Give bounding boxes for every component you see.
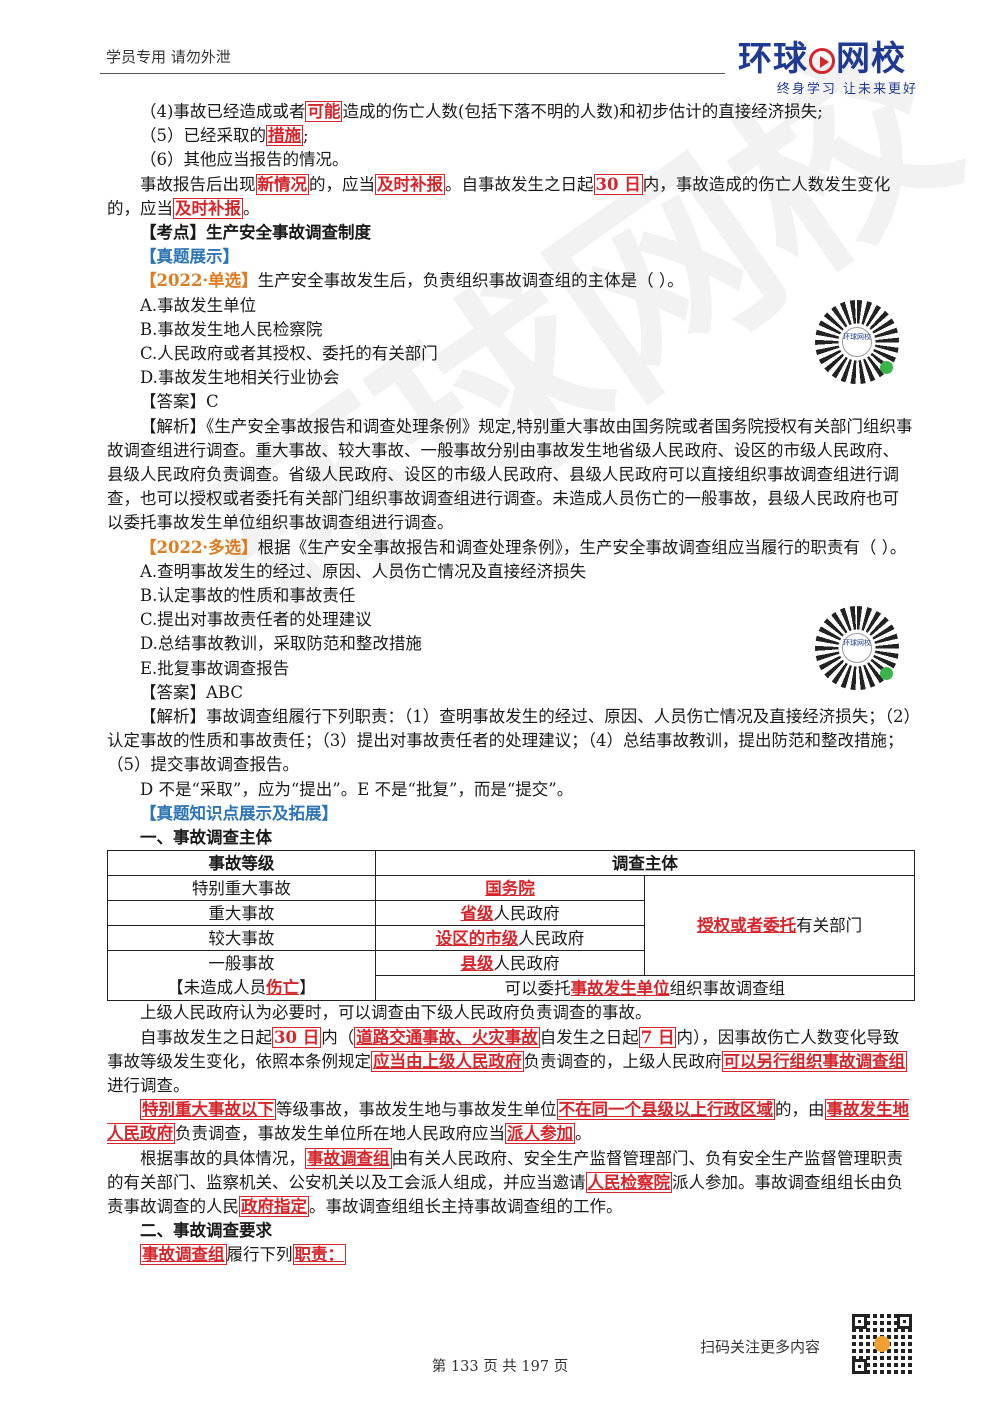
para-duties: 事故调查组履行下列职责： [140, 1244, 346, 1266]
item-5: （5）已经采取的措施; [140, 125, 309, 147]
q1-option-b: B.事故发生地人民检察院 [140, 319, 323, 339]
logo-text-1: 环球 [738, 39, 808, 79]
q2-answer: 【答案】ABC [140, 682, 243, 702]
header-notice: 学员专用 请勿外泄 [106, 48, 231, 66]
mini-program-icon [880, 667, 893, 680]
table-header-subject: 调查主体 [374, 850, 916, 877]
logo-slogan: 终身学习 让未来更好 [776, 82, 918, 97]
q1-option-a: A.事故发生单位 [140, 295, 257, 315]
q1-option-d: D.事故发生地相关行业协会 [140, 368, 340, 388]
play-icon [809, 48, 835, 74]
q1-answer: 【答案】C [140, 392, 219, 412]
brand-logo: 环球网校 终身学习 让未来更好 [738, 40, 918, 98]
q2-option-c: C.提出对事故责任者的处理建议 [140, 610, 372, 630]
q2-option-a: A.查明事故发生的经过、原因、人员伤亡情况及直接经济损失 [140, 561, 587, 581]
logo-text-2: 网校 [836, 39, 906, 79]
section-2-heading: 二、事故调查要求 [140, 1221, 272, 1241]
table-merged-cell: 授权或者委托有关部门 [644, 875, 915, 977]
zhenti-heading: 【真题展示】 [140, 247, 239, 267]
scan-hint: 扫码关注更多内容 [700, 1338, 821, 1356]
mini-program-qr-1: 环球网校 [815, 300, 899, 384]
q2-analysis: 【解析】事故调查组履行下列职责：（1）查明事故发生的经过、原因、人员伤亡情况及直… [107, 707, 912, 775]
qr-center-icon [874, 1336, 890, 1352]
document-body: （4)事故已经造成或者可能造成的伤亡人数(包括下落不明的人数)和初步估计的直接经… [107, 100, 916, 1268]
header-divider [100, 73, 725, 74]
q2-stem: 【2022·多选】根据《生产安全事故报告和调查处理条例》，生产安全事故调查组应当… [140, 537, 907, 557]
table-row: 重大事故 省级人民政府 [107, 900, 915, 927]
table-header-row: 事故等级 调查主体 [107, 850, 916, 877]
para-superior-gov: 上级人民政府认为必要时，可以调查由下级人民政府负责调查的事故。 [140, 1003, 652, 1023]
q2-option-d: D.总结事故教训，采取防范和整改措施 [140, 634, 422, 654]
table-row: 较大事故 设区的市级人民政府 [107, 925, 915, 952]
q2-option-b: B.认定事故的性质和事故责任 [140, 586, 356, 606]
para-team-composition: 根据事故的具体情况，事故调查组由有关人民政府、安全生产监督管理部门、负有安全生产… [107, 1147, 903, 1217]
mini-program-qr-2: 环球网校 [815, 606, 899, 690]
qr-finder [897, 1314, 912, 1329]
knowledge-heading: 【真题知识点展示及拓展】 [140, 803, 338, 823]
footer-qr-code [852, 1314, 912, 1374]
q1-analysis: 【解析】《生产安全事故报告和调查处理条例》规定,特别重大事故由国务院或者国务院授… [107, 416, 913, 533]
page-number: 第 133 页 共 197 页 [431, 1359, 569, 1375]
item-4: （4)事故已经造成或者可能造成的伤亡人数(包括下落不明的人数)和初步估计的直接经… [140, 101, 823, 122]
qr-finder [852, 1314, 867, 1329]
table-row: 特别重大事故 国务院 授权或者委托有关部门 [107, 875, 915, 977]
q1-option-c: C.人民政府或者其授权、委托的有关部门 [140, 344, 438, 364]
section-1-heading: 一、事故调查主体 [140, 828, 272, 848]
q2-note: D 不是“采取”，应为“提出”。E 不是“批复”，而是“提交”。 [140, 779, 574, 799]
para-cross-region: 特别重大事故以下等级事故，事故发生地与事故发生单位不在同一个县级以上行政区域的，… [107, 1099, 909, 1145]
qr-logo: 环球网校 [842, 327, 872, 357]
q2-option-e: E.批复事故调查报告 [140, 658, 290, 678]
investigation-subject-table: 事故等级 调查主体 特别重大事故 国务院 授权或者委托有关部门 重大事故 省级人… [107, 850, 916, 1002]
table-row: 可以委托事故发生单位组织事故调查组 [108, 975, 916, 1002]
qr-finder [852, 1359, 867, 1374]
kaodian-heading: 【考点】生产安全事故调查制度 [140, 223, 371, 243]
table-header-level: 事故等级 [107, 850, 376, 877]
qr-logo: 环球网校 [842, 633, 872, 663]
item-6: （6）其他应当报告的情况。 [140, 150, 349, 170]
table-row: 一般事故【未造成人员伤亡】 县级人民政府 [107, 950, 915, 1002]
mini-program-icon [880, 361, 893, 374]
q1-stem: 【2022·单选】生产安全事故发生后，负责组织事故调查组的主体是（ ）。 [140, 271, 684, 291]
